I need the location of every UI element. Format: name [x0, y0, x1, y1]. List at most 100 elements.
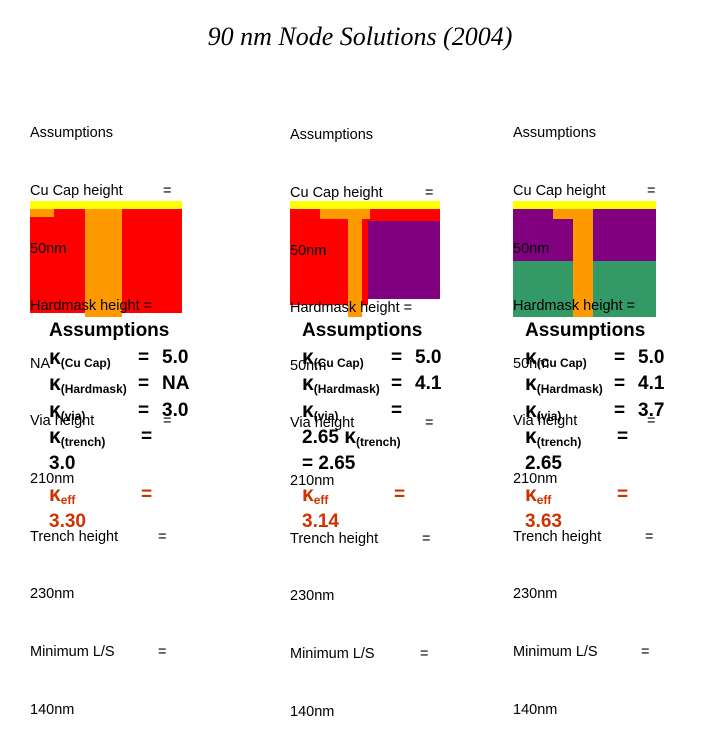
- kappa-symbol: κ: [49, 372, 61, 395]
- hardmask-value: 50nm: [290, 357, 327, 374]
- cross-section-diagram-2: [290, 201, 440, 317]
- k-hardmask-row: κ(Hardmask) = 4.1: [525, 371, 664, 398]
- via-value: 210nm: [513, 471, 558, 488]
- k-trench-value: 2.65: [525, 452, 562, 474]
- equals-sign: =: [614, 346, 626, 368]
- min-ls-value: 140nm: [513, 701, 558, 718]
- kappa-symbol: κ: [525, 398, 537, 422]
- kappa-symbol: κ: [49, 483, 61, 506]
- equals-sign: =: [158, 643, 167, 660]
- hardmask-label: Hardmask height =: [30, 298, 153, 315]
- via-value: 210nm: [30, 471, 75, 488]
- kappa-symbol: κ: [344, 425, 356, 448]
- equals-sign: =: [617, 426, 629, 447]
- k-cu-cap-value: 5.0: [162, 346, 189, 368]
- k-trench-row: κ(trench) =: [525, 424, 645, 451]
- equals-sign: =: [138, 373, 150, 394]
- k-cu-cap-value: 5.0: [638, 346, 665, 368]
- equals-sign: =: [647, 183, 656, 200]
- k-cu-cap-row: κ(Cu Cap) = 5.0: [302, 345, 441, 372]
- k-trench-label: (trench): [60, 435, 106, 449]
- equals-sign: =: [391, 399, 403, 421]
- equals-sign: =: [141, 484, 153, 505]
- k-trench-value: 2.65: [318, 452, 356, 474]
- equals-sign: =: [425, 415, 434, 432]
- k-eff-row: κeff =: [302, 482, 422, 509]
- k-via-value: 2.65: [302, 427, 339, 448]
- cu-cap-label: Cu Cap height: [30, 183, 123, 200]
- metal-line: [30, 209, 54, 217]
- kappa-symbol: κ: [302, 483, 314, 506]
- cu-cap-value: 50nm: [30, 240, 67, 257]
- k-hardmask-value: 4.1: [638, 373, 665, 394]
- k-eff-value: 3.63: [525, 510, 562, 532]
- equals-sign: =: [645, 528, 654, 545]
- k-heading: Assumptions: [525, 320, 646, 341]
- kappa-symbol: κ: [525, 372, 537, 395]
- k-eff-label: eff: [60, 493, 76, 507]
- k-via-value: 3.0: [162, 399, 189, 421]
- k-via-label: (via): [536, 408, 562, 423]
- kappa-symbol: κ: [49, 345, 61, 369]
- hardmask-label: Hardmask height =: [513, 298, 636, 315]
- kappa-symbol: κ: [302, 345, 314, 369]
- metal-line: [320, 209, 370, 219]
- cross-section-diagram-1: [30, 201, 182, 317]
- cu-cap-label: Cu Cap height: [290, 185, 383, 202]
- k-cu-cap-label: (Cu Cap): [60, 355, 111, 370]
- equals-sign: =: [158, 528, 167, 545]
- k-cu-cap-row: κ(Cu Cap) = 5.0: [49, 345, 188, 372]
- via-label: Via height: [290, 415, 355, 432]
- k-values-block-1: Assumptions κ(Cu Cap) = 5.0 κ(Hardmask) …: [49, 318, 189, 535]
- k-trench-value: 3.0: [49, 452, 76, 474]
- kappa-symbol: κ: [525, 345, 537, 369]
- trench-value: 230nm: [290, 588, 335, 605]
- via-label: Via height: [513, 413, 578, 430]
- k-trench-label: (trench): [355, 435, 401, 449]
- equals-sign: =: [425, 185, 434, 202]
- kappa-symbol: κ: [49, 425, 61, 448]
- k-eff-label: eff: [536, 493, 552, 507]
- min-ls-value: 140nm: [290, 703, 335, 720]
- via-value: 210nm: [290, 473, 335, 490]
- equals-sign: =: [138, 399, 150, 421]
- assumptions-heading: Assumptions: [290, 127, 374, 144]
- assumptions-heading: Assumptions: [30, 125, 114, 142]
- equals-sign: =: [302, 452, 314, 474]
- equals-sign: =: [391, 346, 403, 368]
- equals-sign: =: [141, 426, 153, 447]
- k-eff-value: 3.14: [302, 510, 339, 532]
- k-hardmask-label: (Hardmask): [60, 382, 127, 396]
- equals-sign: =: [647, 413, 656, 430]
- k-hardmask-label: (Hardmask): [313, 382, 380, 396]
- k-via-row: κ(via) =: [302, 398, 422, 425]
- k-hardmask-row: κ(Hardmask) = NA: [49, 371, 189, 398]
- equals-sign: =: [391, 373, 403, 394]
- via-label: Via height: [30, 413, 95, 430]
- min-ls-label: Minimum L/S: [290, 645, 375, 662]
- kappa-symbol: κ: [302, 398, 314, 422]
- assumptions-heading: Assumptions: [513, 125, 597, 142]
- k-heading: Assumptions: [49, 320, 170, 341]
- kappa-symbol: κ: [49, 398, 61, 422]
- cross-section-diagram-3: [513, 201, 656, 317]
- min-ls-label: Minimum L/S: [513, 643, 598, 660]
- k-trench-value-row: = 2.65: [302, 451, 422, 478]
- k-eff-value: 3.30: [49, 510, 86, 532]
- hardmask-value: 50nm: [513, 355, 550, 372]
- equals-sign: =: [163, 183, 172, 200]
- k-cu-cap-label: (Cu Cap): [536, 355, 587, 370]
- metal-via: [85, 209, 122, 317]
- k-cu-cap-label: (Cu Cap): [313, 355, 364, 370]
- cap-layer: [30, 201, 182, 209]
- k-hardmask-label: (Hardmask): [536, 382, 603, 396]
- min-ls-value: 140nm: [30, 701, 75, 718]
- kappa-symbol: κ: [525, 425, 537, 448]
- k-values-block-3: Assumptions κ(Cu Cap) = 5.0 κ(Hardmask) …: [525, 318, 664, 535]
- k-hardmask-value: 4.1: [415, 373, 442, 394]
- k-via-label: (via): [60, 408, 86, 423]
- k-via-row: κ(via) = 3.0: [49, 398, 188, 425]
- equals-sign: =: [420, 645, 429, 662]
- k-cu-cap-row: κ(Cu Cap) = 5.0: [525, 345, 664, 372]
- page-title: 90 nm Node Solutions (2004): [207, 22, 513, 51]
